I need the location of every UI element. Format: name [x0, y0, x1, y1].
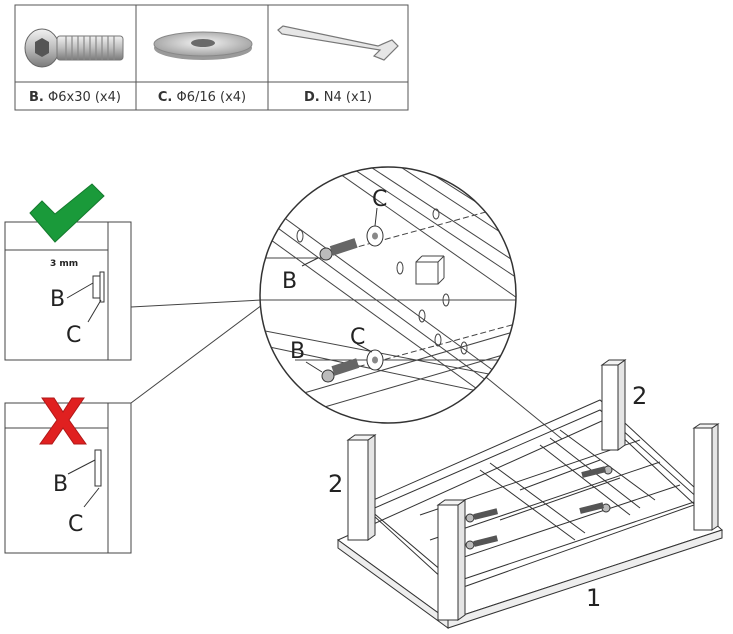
correct-label-c: C — [66, 323, 81, 348]
zoom-label-b-bottom: B — [290, 339, 305, 364]
zoom-detail: C B B C — [259, 166, 517, 424]
wrong-install-panel: B C — [4, 397, 132, 554]
cross-icon — [39, 397, 87, 445]
zoom-bolt-top — [319, 238, 358, 261]
parts-table: B. Φ6x30 (x4) C. Φ6/16 (x4) D. N4 (x1) — [14, 4, 409, 111]
gap-measurement-label: 3 mm — [50, 259, 78, 269]
hex-key-icon — [277, 25, 399, 61]
zoom-bolt-bottom — [321, 358, 360, 383]
table-bolts — [465, 465, 613, 550]
zoom-label-b-top: B — [282, 269, 297, 294]
washer-icon — [153, 31, 253, 60]
part-c-label: C. Φ6/16 (x4) — [158, 90, 246, 105]
wrong-label-c: C — [68, 512, 83, 537]
zoom-label-c-top: C — [372, 187, 387, 212]
zoom-label-c-bottom: C — [350, 325, 365, 350]
bolt-icon — [24, 28, 124, 68]
wrong-label-b: B — [53, 472, 68, 497]
part-b-label: B. Φ6x30 (x4) — [29, 90, 121, 105]
zoom-washer-bottom — [366, 349, 384, 371]
correct-label-b: B — [50, 287, 65, 312]
zoom-washer-top — [366, 225, 384, 247]
label-leg-2-left: 2 — [328, 470, 343, 498]
part-d-label: D. N4 (x1) — [304, 90, 372, 105]
checkmark-icon — [29, 183, 105, 243]
label-tabletop-1: 1 — [586, 584, 601, 612]
table-frame — [337, 359, 723, 629]
correct-install-panel: 3 mm B C — [4, 183, 132, 361]
label-leg-2-right: 2 — [632, 382, 647, 410]
